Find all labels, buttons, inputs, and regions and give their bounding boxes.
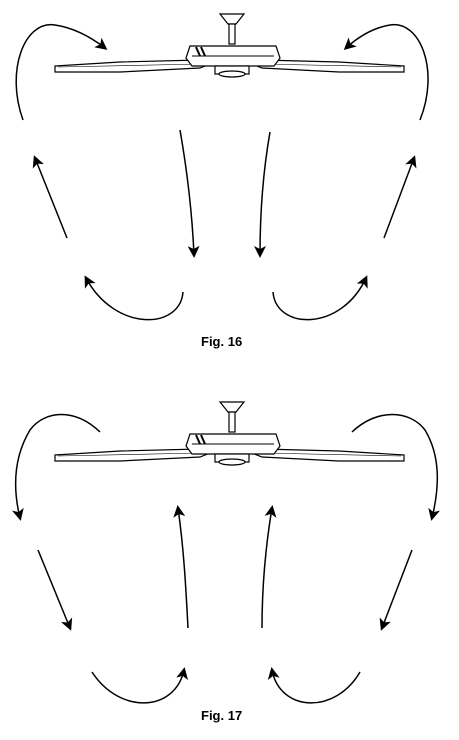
fan-blade-left — [54, 448, 212, 462]
airflow-arrow-top-right — [343, 24, 429, 121]
airflow-arrow-outer-left — [37, 549, 73, 631]
fan-airflow-diagram-downward — [15, 13, 429, 321]
ceiling-fan — [54, 13, 405, 78]
fan-downrod — [228, 23, 236, 45]
airflow-arrow-outer-right — [383, 155, 417, 239]
airflow-arrow-center-right — [261, 505, 277, 629]
figure-16: Fig. 16 — [15, 13, 429, 349]
airflow-arrow-bottom-left — [91, 667, 188, 704]
fan-canopy — [218, 13, 246, 25]
fan-airflow-diagram-upward — [12, 401, 440, 704]
airflow-arrow-center-right — [254, 131, 271, 258]
airflow-arrow-top-right — [351, 413, 440, 521]
figure-caption: Fig. 17 — [201, 708, 243, 723]
figure-caption: Fig. 16 — [201, 334, 243, 349]
airflow-arrow-outer-left — [32, 155, 68, 239]
airflow-arrow-bottom-right — [272, 275, 368, 321]
airflow-arrow-bottom-left — [84, 275, 184, 321]
airflow-arrow-top-left — [12, 413, 101, 521]
fan-canopy — [218, 401, 246, 413]
airflow-arrow-outer-right — [379, 549, 413, 631]
fan-blade-right — [250, 448, 405, 462]
airflow-arrow-bottom-right — [267, 667, 361, 704]
fan-blade-left — [54, 59, 212, 73]
fan-downrod — [228, 411, 236, 433]
airflow-arrow-center-left — [173, 505, 189, 629]
airflow-arrow-center-left — [179, 129, 200, 258]
airflow-arrow-top-left — [15, 24, 108, 121]
ceiling-fan — [54, 401, 405, 466]
figure-17: Fig. 17 — [0, 370, 459, 740]
